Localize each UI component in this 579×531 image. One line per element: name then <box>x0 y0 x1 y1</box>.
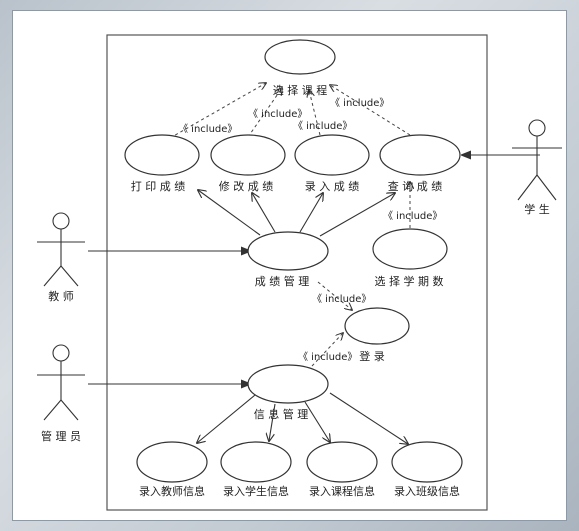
enter-student-usecase <box>220 441 292 483</box>
include-query-course <box>330 85 411 136</box>
teacher-actor <box>37 212 85 287</box>
enter-class-usecase <box>391 441 463 483</box>
print-grades-label: 打 印 成 绩 <box>131 179 186 193</box>
include-enter-course <box>309 90 321 136</box>
login-usecase <box>344 307 410 345</box>
include-label: 《 include》 <box>293 120 352 132</box>
info-mgmt-usecase <box>247 364 329 404</box>
include-label: 《 include》 <box>178 123 237 135</box>
info-to-class-link <box>329 392 408 444</box>
enter-class-label: 录入班级信息 <box>394 484 460 498</box>
info-to-student-link <box>269 403 276 441</box>
system-boundary <box>106 34 488 511</box>
teacher-actor-label: 教 师 <box>48 290 74 303</box>
select-course-label: 选 择 课 程 <box>273 83 328 97</box>
query-grades-usecase <box>379 134 461 176</box>
select-semester-usecase <box>372 228 448 270</box>
grade-to-enter-link <box>299 193 323 233</box>
query-grades-label: 查 询 成 绩 <box>388 179 443 193</box>
modify-grades-usecase <box>210 134 286 176</box>
include-label: 《 include》 <box>248 108 307 120</box>
admin-actor-label: 管 理 员 <box>41 429 81 443</box>
include-label: 《 include》 <box>330 97 389 109</box>
include-grade-login <box>317 281 352 310</box>
enter-course-label: 录入课程信息 <box>309 484 375 498</box>
student-actor <box>512 119 562 201</box>
enter-grades-usecase <box>294 134 370 176</box>
student-actor-label: 学 生 <box>524 202 550 216</box>
grade-to-modify-link <box>252 193 276 233</box>
modify-grades-label: 修 改 成 绩 <box>219 179 274 193</box>
info-mgmt-label: 信 息 管 理 <box>254 407 309 421</box>
grade-to-query-link <box>319 193 395 237</box>
enter-teacher-usecase <box>136 441 208 483</box>
include-modify-course <box>247 88 282 138</box>
print-grades-usecase <box>124 134 200 176</box>
info-to-course-link <box>304 401 330 442</box>
include-info-login <box>311 333 343 367</box>
grade-mgmt-label: 成 绩 管 理 <box>255 274 310 288</box>
include-label: 《 include》 <box>312 293 371 305</box>
include-print-course <box>169 83 266 139</box>
include-label: 《 include》 <box>298 351 357 363</box>
enter-grades-label: 录 入 成 绩 <box>305 180 360 193</box>
admin-actor <box>37 344 85 421</box>
select-course-usecase <box>264 39 336 75</box>
enter-course-usecase <box>306 441 378 483</box>
enter-student-label: 录入学生信息 <box>223 484 289 498</box>
enter-teacher-label: 录入教师信息 <box>139 484 205 498</box>
include-label: 《 include》 <box>383 210 442 222</box>
login-label: 登 录 <box>359 349 385 363</box>
select-semester-label: 选 择 学 期 数 <box>375 274 444 288</box>
grade-to-print-link <box>198 190 261 236</box>
grade-mgmt-usecase <box>247 231 329 271</box>
info-to-teacher-link <box>197 394 256 443</box>
